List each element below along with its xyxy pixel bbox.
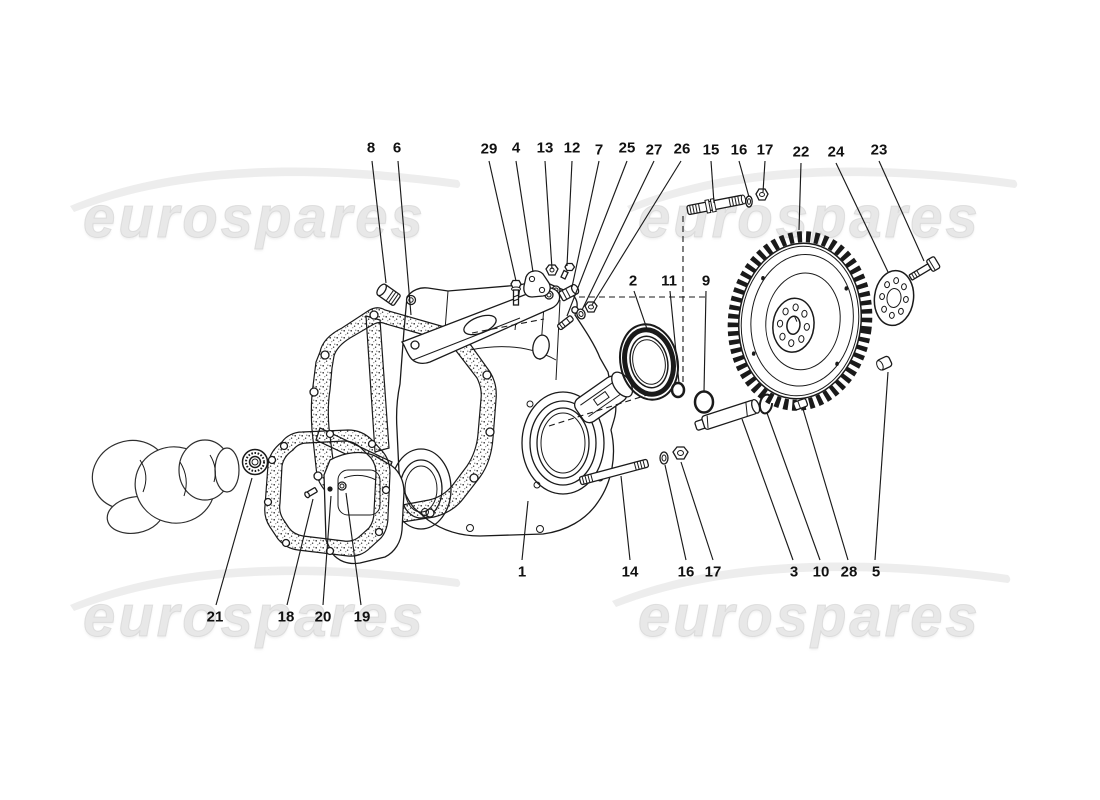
cover-gasket xyxy=(263,429,391,557)
nut-26 xyxy=(584,301,598,313)
nut-bottom xyxy=(672,446,689,460)
callout-part-29: 29 xyxy=(480,140,498,158)
bolt-29 xyxy=(510,279,522,306)
dowel-pin xyxy=(694,398,761,431)
bracket-4 xyxy=(523,270,551,298)
stud-25 xyxy=(557,315,574,331)
seal-ring xyxy=(619,323,679,401)
eurospares-watermark-bottom-right: eurospares xyxy=(638,584,981,650)
projection-lines xyxy=(471,216,706,427)
eurospares-watermark-bottom-left: eurospares xyxy=(83,584,426,650)
stud-bottom xyxy=(578,458,650,486)
swoosh-bottom-left xyxy=(70,566,461,611)
stud-top xyxy=(686,194,747,216)
callout-part-22: 22 xyxy=(792,143,810,161)
callout-part-19: 19 xyxy=(353,608,371,626)
callout-part-16-bottom: 16 xyxy=(677,563,695,581)
nut-top xyxy=(755,188,769,201)
callout-part-8: 8 xyxy=(366,139,376,157)
callout-part-11: 11 xyxy=(661,272,677,290)
hardware-cluster xyxy=(376,262,598,331)
crankshaft xyxy=(91,439,240,534)
callout-part-21: 21 xyxy=(206,608,224,626)
callout-part-28: 28 xyxy=(840,563,858,581)
callout-part-17-bottom: 17 xyxy=(704,563,722,581)
pilot-bearing xyxy=(241,448,269,476)
bolt-12 xyxy=(560,262,576,280)
callout-part-5: 5 xyxy=(871,563,881,581)
callout-part-4: 4 xyxy=(511,139,521,157)
callout-part-9: 9 xyxy=(701,272,711,290)
o-ring-small xyxy=(670,381,686,399)
flywheel xyxy=(727,231,873,411)
plug-7 xyxy=(558,283,580,302)
housing-front-details xyxy=(400,287,634,533)
callout-part-2: 2 xyxy=(628,272,638,290)
nut-13 xyxy=(545,264,559,276)
swoosh-top-left xyxy=(70,167,461,212)
callout-part-1: 1 xyxy=(517,563,527,581)
flywheel-lock-bolt xyxy=(792,398,809,411)
swoosh-top-right xyxy=(627,167,1018,212)
washer-bottom xyxy=(659,451,669,465)
eurospares-watermark-top-left: eurospares xyxy=(83,185,426,251)
callout-part-20: 20 xyxy=(314,608,332,626)
callout-part-15: 15 xyxy=(702,141,720,159)
callout-part-23: 23 xyxy=(870,141,888,159)
callout-part-3: 3 xyxy=(789,563,799,581)
callout-part-24: 24 xyxy=(827,143,845,161)
washer-top xyxy=(745,195,753,208)
callout-part-17-top: 17 xyxy=(756,141,774,159)
washer-27 xyxy=(576,308,586,320)
callout-part-6: 6 xyxy=(392,139,402,157)
flywheel-bolt xyxy=(908,256,941,281)
circlip xyxy=(758,393,774,415)
leader-lines xyxy=(215,160,925,606)
cover-screw xyxy=(304,487,318,499)
callout-part-26: 26 xyxy=(673,140,691,158)
callout-part-14: 14 xyxy=(621,563,639,581)
callout-part-7: 7 xyxy=(594,141,604,159)
callout-part-10: 10 xyxy=(812,563,830,581)
callout-part-18: 18 xyxy=(277,608,295,626)
callout-part-12: 12 xyxy=(563,139,581,157)
o-ring xyxy=(693,390,715,414)
plug-cap xyxy=(876,355,893,371)
callout-part-27: 27 xyxy=(645,141,663,159)
drive-plate xyxy=(873,269,915,327)
plug-8 xyxy=(376,283,401,306)
swoosh-bottom-right xyxy=(612,562,1011,607)
callout-part-25: 25 xyxy=(618,139,636,157)
callout-part-16-top: 16 xyxy=(730,141,748,159)
callout-part-13: 13 xyxy=(536,139,554,157)
